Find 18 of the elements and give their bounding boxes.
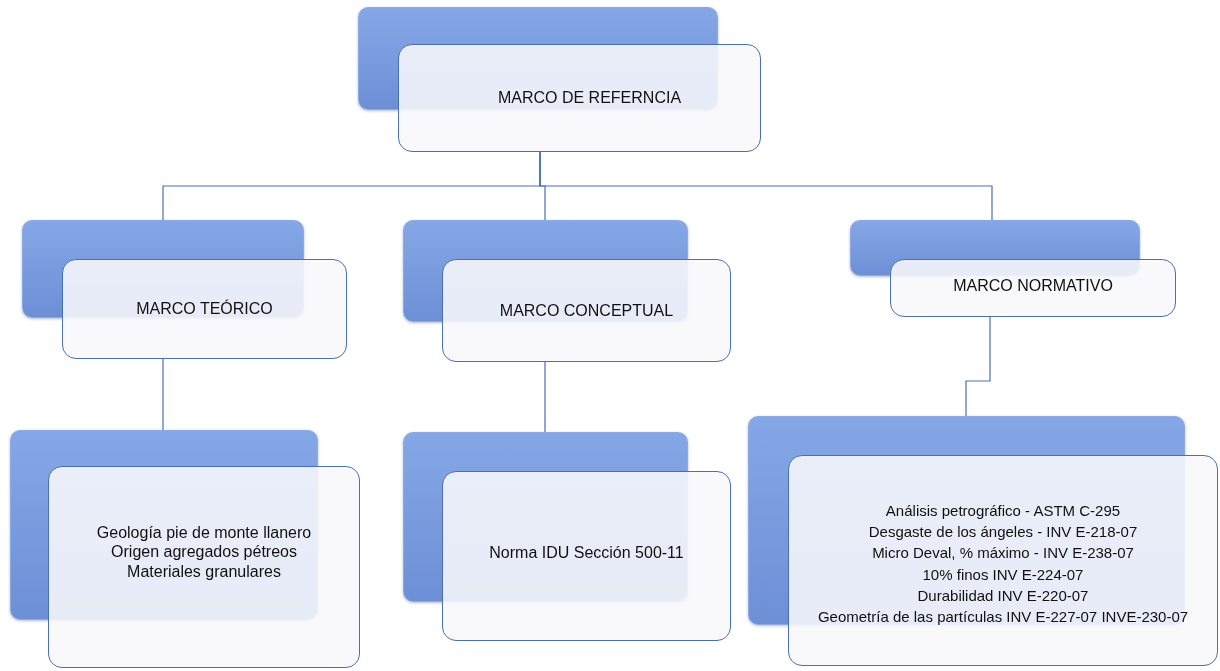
node-label: Geología pie de monte llanero — [96, 523, 312, 543]
node-label: Desgaste de los ángeles - INV E-218-07 — [868, 523, 1138, 541]
connector-line — [965, 316, 991, 417]
node-label: Análisis petrográfico - ASTM C-295 — [885, 501, 1121, 519]
node-label: 10% finos INV E-224-07 — [922, 565, 1084, 583]
node-label: Micro Deval, % máximo - INV E-238-07 — [872, 544, 1134, 562]
connector-line — [539, 151, 993, 221]
node-label: Origen agregados pétreos — [111, 542, 297, 562]
node-label: MARCO DE REFERNCIA — [497, 88, 682, 108]
node-label: Durabilidad INV E-220-07 — [917, 586, 1089, 604]
node-label: Materiales granulares — [127, 561, 281, 581]
node-label: MARCO NORMATIVO — [953, 276, 1113, 296]
node-label: MARCO TEÓRICO — [136, 299, 273, 319]
node-label: Geometría de las partículas INV E-227-07 INVE-230-07 — [817, 608, 1189, 626]
node-label: MARCO CONCEPTUAL — [499, 300, 674, 321]
connector-line — [544, 361, 546, 433]
connector-line — [162, 358, 164, 431]
node-label: Norma IDU Sección 500-11 — [489, 543, 684, 563]
